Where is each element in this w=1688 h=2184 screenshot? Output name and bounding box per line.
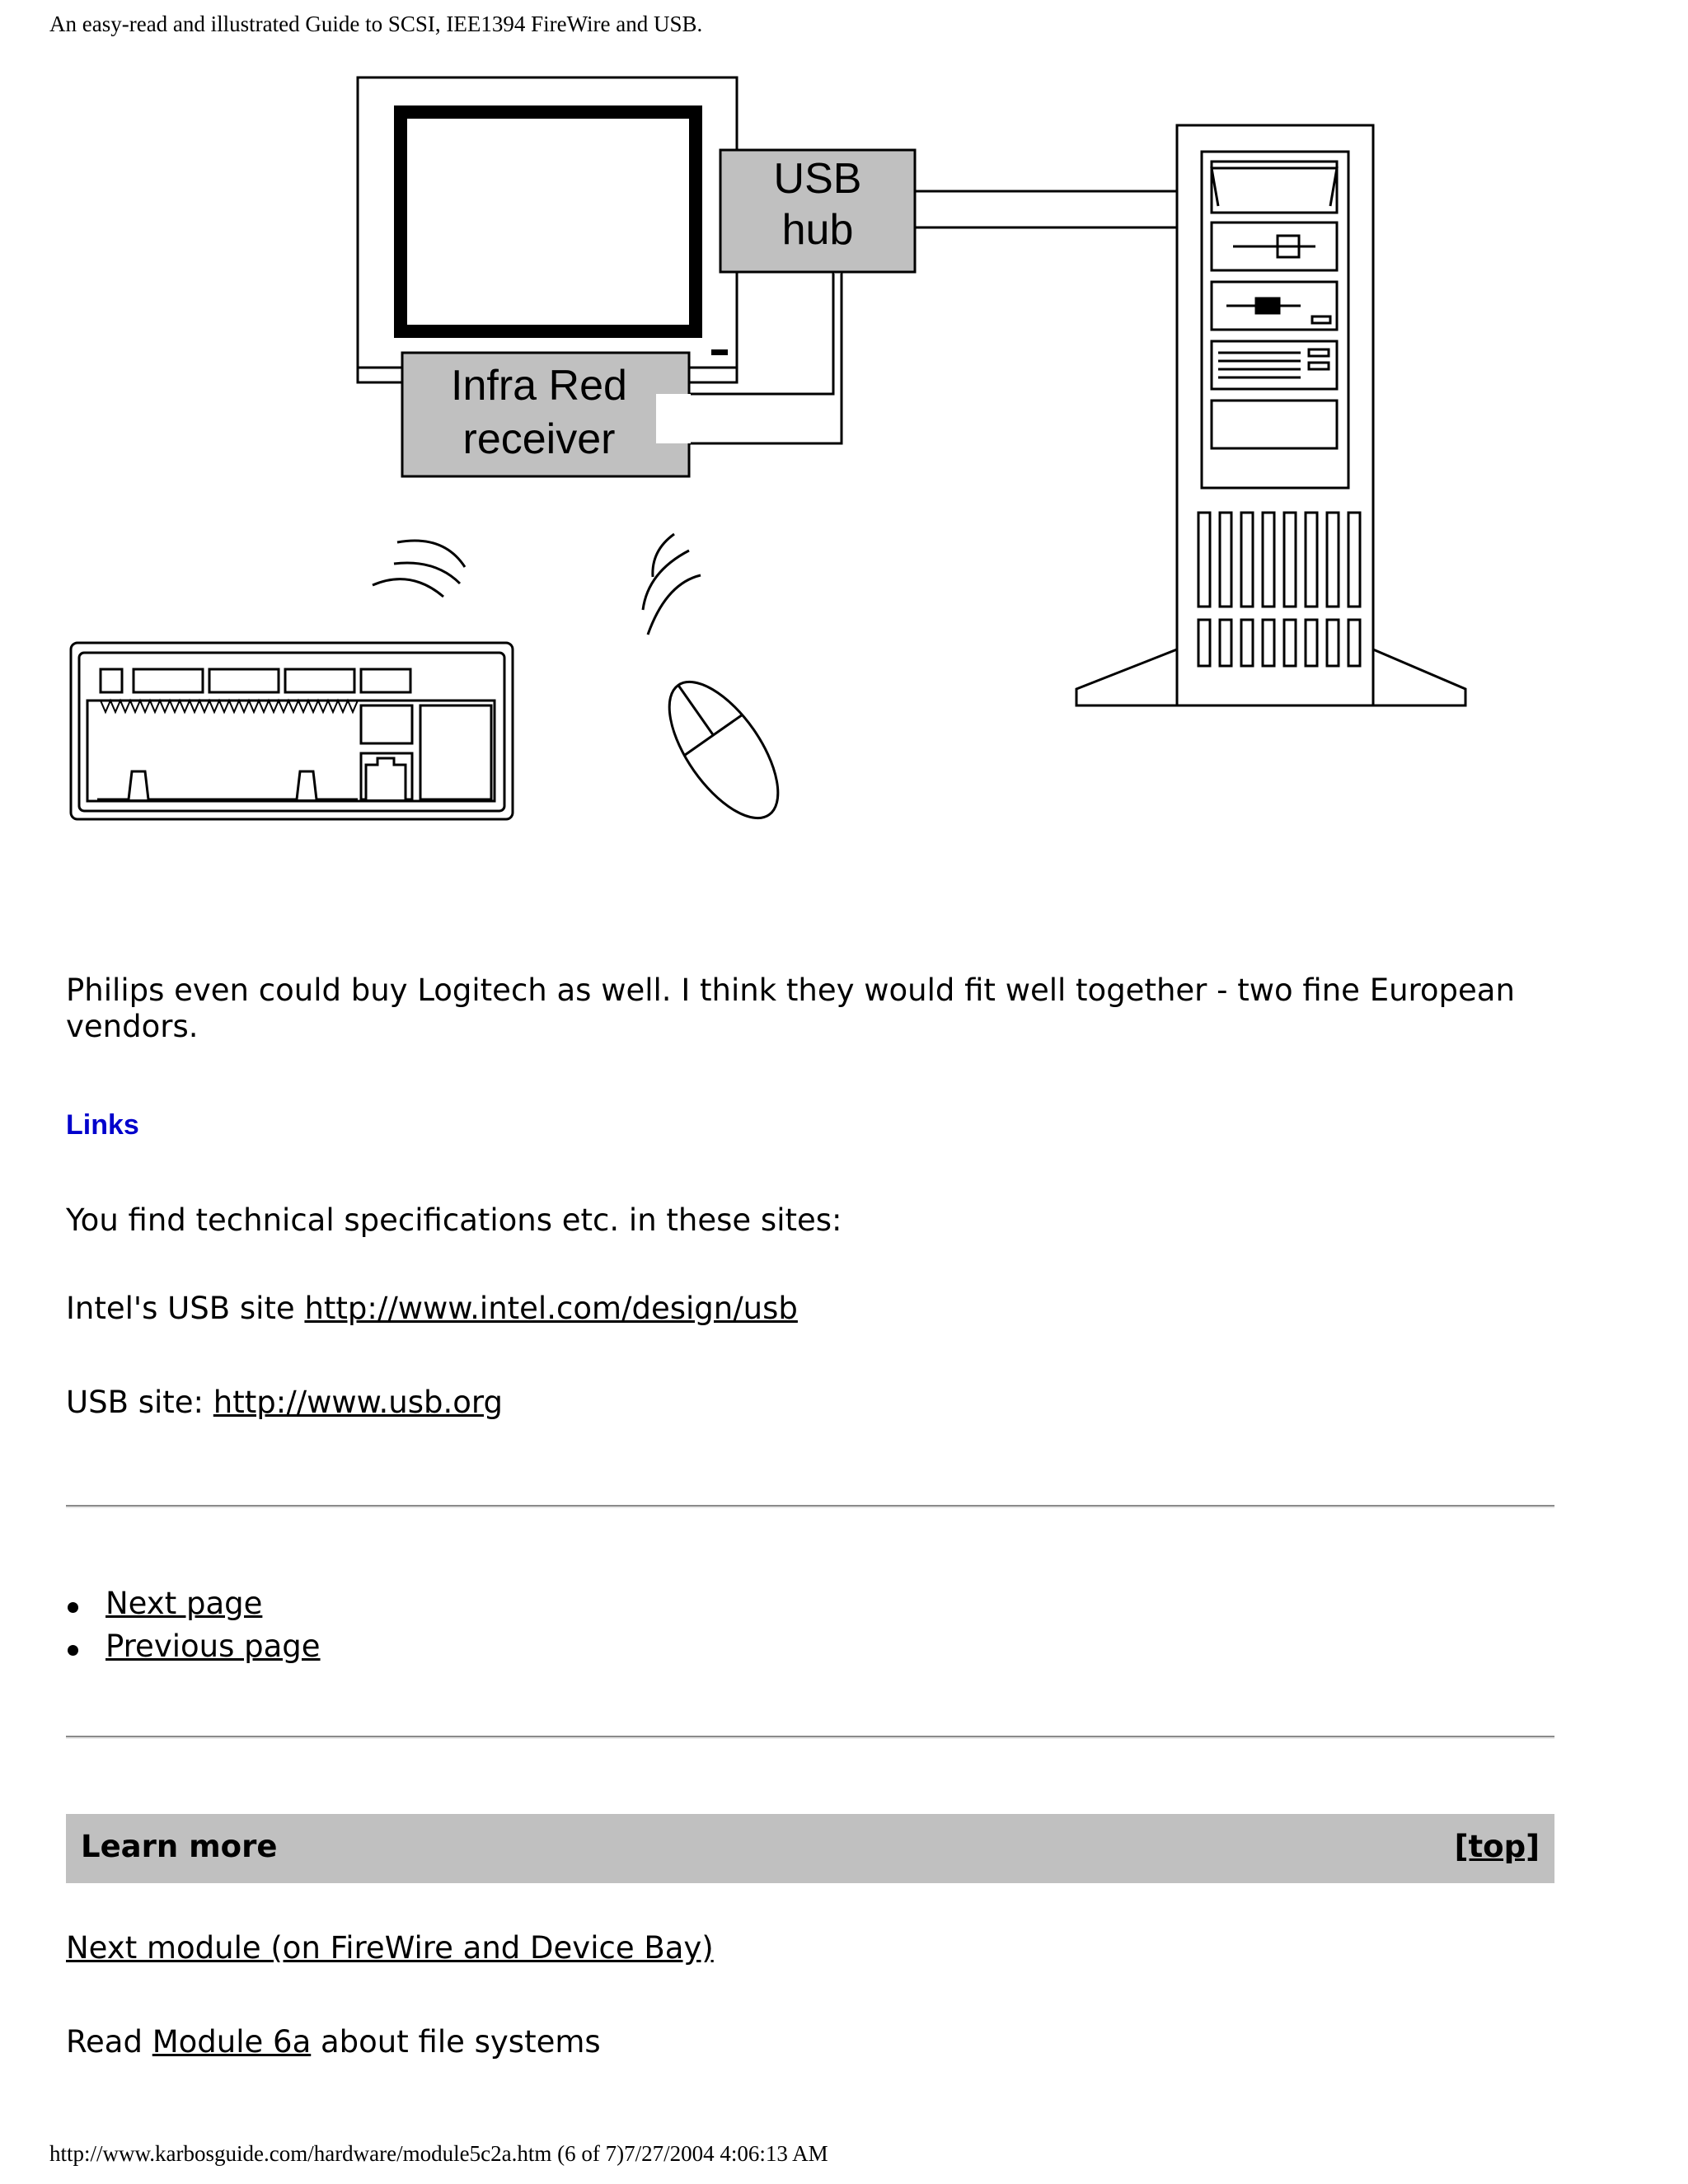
nav-item-previous: Previous page <box>66 1625 321 1668</box>
intro-paragraph-line-1: Philips even could buy Logitech as well.… <box>66 972 1515 1008</box>
top-link[interactable]: [top] <box>1455 1829 1540 1864</box>
read-prefix: Read <box>66 2024 152 2060</box>
next-page-link[interactable]: Next page <box>106 1586 262 1621</box>
tech-specs-text: You find technical specifications etc. i… <box>66 1202 842 1239</box>
mouse-wireless-waves-icon <box>643 534 701 635</box>
previous-page-link[interactable]: Previous page <box>106 1629 321 1664</box>
usb-wireless-setup-illustration: USB hub Infra Red receiver <box>64 73 1482 831</box>
read-suffix: about file systems <box>311 2024 600 2060</box>
learn-more-bar: Learn more [top] <box>66 1814 1554 1883</box>
print-footer: http://www.karbosguide.com/hardware/modu… <box>49 2141 828 2167</box>
next-module-line: Next module (on FireWire and Device Bay) <box>66 1930 714 1966</box>
usb-org-line: USB site: http://www.usb.org <box>66 1385 503 1421</box>
keyboard-wireless-waves-icon <box>373 541 465 597</box>
usb-org-label: USB site: <box>66 1385 213 1420</box>
links-heading: Links <box>66 1109 139 1141</box>
mouse-icon <box>649 664 799 831</box>
usb-org-link[interactable]: http://www.usb.org <box>213 1385 503 1420</box>
next-module-link[interactable]: Next module (on FireWire and Device Bay) <box>66 1930 714 1966</box>
intel-usb-line: Intel's USB site http://www.intel.com/de… <box>66 1291 798 1327</box>
print-header: An easy-read and illustrated Guide to SC… <box>49 12 702 37</box>
usb-hub-label-1: USB <box>774 155 862 203</box>
page-navigation-list: Next page Previous page <box>66 1582 321 1668</box>
intel-usb-label: Intel's USB site <box>66 1291 304 1326</box>
learn-more-title: Learn more <box>81 1829 277 1864</box>
usb-hub-box: USB hub <box>720 150 915 272</box>
intel-usb-link[interactable]: http://www.intel.com/design/usb <box>304 1291 797 1326</box>
divider-bottom <box>66 1736 1554 1739</box>
intro-paragraph: Philips even could buy Logitech as well.… <box>66 972 1515 1045</box>
usb-hub-label-2: hub <box>782 206 854 254</box>
ir-receiver-label-2: receiver <box>463 415 616 463</box>
divider-top <box>66 1505 1554 1508</box>
infra-red-receiver-box: Infra Red receiver <box>402 353 691 476</box>
tower-pc-icon <box>1076 125 1465 705</box>
read-module-line: Read Module 6a about file systems <box>66 2024 601 2060</box>
module-6a-link[interactable]: Module 6a <box>152 2024 312 2060</box>
intro-paragraph-line-2: vendors. <box>66 1009 198 1044</box>
keyboard-icon <box>71 643 513 819</box>
ir-receiver-label-1: Infra Red <box>451 362 627 410</box>
monitor-icon <box>358 77 737 382</box>
nav-item-next: Next page <box>66 1582 321 1625</box>
